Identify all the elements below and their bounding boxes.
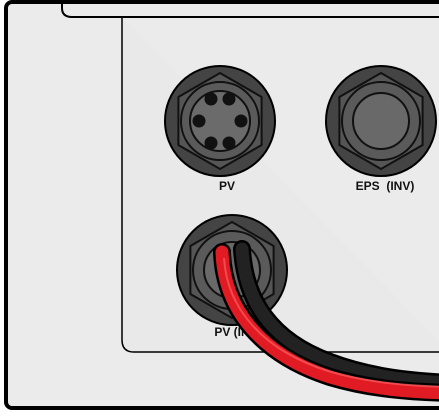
eps-inv-port-icon	[325, 65, 437, 177]
pv-port-label: PV	[219, 179, 235, 193]
red-black-cable-icon	[213, 240, 439, 402]
eps-inv-port-label: EPS (INV)	[356, 179, 415, 193]
pv-connector-6-pin-icon	[164, 65, 276, 177]
